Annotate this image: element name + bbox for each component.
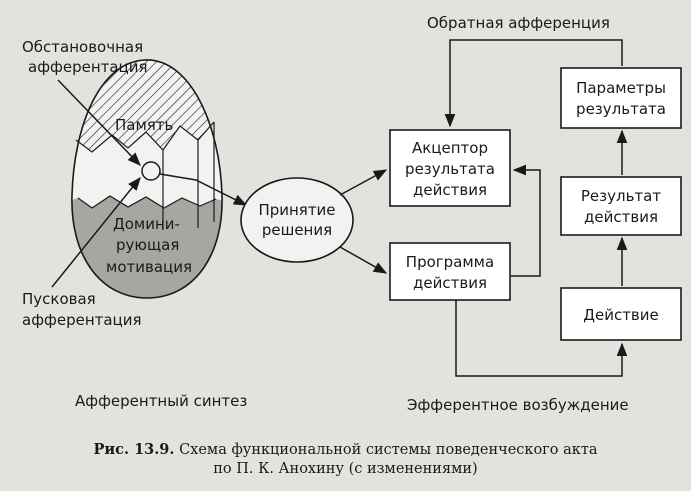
synthesis-to-decision-arrow xyxy=(159,173,248,206)
result-parameters-label-line2: результата xyxy=(576,100,666,118)
result-parameters-box xyxy=(560,67,682,129)
acceptor-label-line2: результата xyxy=(405,160,495,178)
action-result-label-line1: Результат xyxy=(581,187,661,205)
figure-caption-prefix: Рис. 13.9. xyxy=(93,441,175,458)
situational-afferentation-line2: афферентация xyxy=(28,58,148,76)
memory-label: Память xyxy=(115,116,173,134)
motivation-label-line1: Домини- xyxy=(113,215,180,233)
trigger-afferentation-line1: Пусковая xyxy=(22,290,96,308)
motivation-label-line2: рующая xyxy=(116,236,179,254)
decision-node xyxy=(240,177,354,263)
acceptor-box xyxy=(389,129,511,207)
program-to-acceptor-arrow xyxy=(510,164,541,277)
decision-to-program-arrow xyxy=(339,246,388,274)
action-label: Действие xyxy=(583,306,659,324)
acceptor-label-line1: Акцептор xyxy=(412,139,488,157)
feedback-afferentation-arrow xyxy=(444,39,623,128)
afferent-synthesis-label: Афферентный синтез xyxy=(75,392,247,410)
action-result-label-line2: действия xyxy=(584,208,658,226)
integration-node xyxy=(141,161,161,181)
result-parameters-label-line1: Параметры xyxy=(576,79,666,97)
acceptor-label-line3: действия xyxy=(413,181,487,199)
trigger-afferentation-line2: афферентация xyxy=(22,311,142,329)
situational-afferentation-arrow xyxy=(57,79,141,166)
decision-label-line1: Принятие xyxy=(258,201,335,219)
program-box xyxy=(389,242,511,301)
program-label-line2: действия xyxy=(413,274,487,292)
program-label-line1: Программа xyxy=(406,253,494,271)
action-box xyxy=(560,287,682,341)
efferent-excitation-label: Эфферентное возбуждение xyxy=(407,396,629,414)
figure-caption-line2: по П. К. Анохину (с изменениями) xyxy=(213,461,478,477)
decision-to-acceptor-arrow xyxy=(339,169,388,196)
motivation-label-line3: мотивация xyxy=(106,258,192,276)
figure-caption-line1: Рис. 13.9. Схема функциональной системы … xyxy=(0,440,691,460)
situational-afferentation-line1: Обстановочная xyxy=(22,38,143,56)
feedback-afferentation-label: Обратная афференция xyxy=(427,14,610,32)
decision-label-line2: решения xyxy=(262,221,332,239)
action-result-box xyxy=(560,176,682,236)
efferent-excitation-arrow xyxy=(455,300,628,377)
trigger-afferentation-arrow xyxy=(51,176,141,288)
figure-caption-text: Схема функциональной системы поведенческ… xyxy=(179,442,598,458)
